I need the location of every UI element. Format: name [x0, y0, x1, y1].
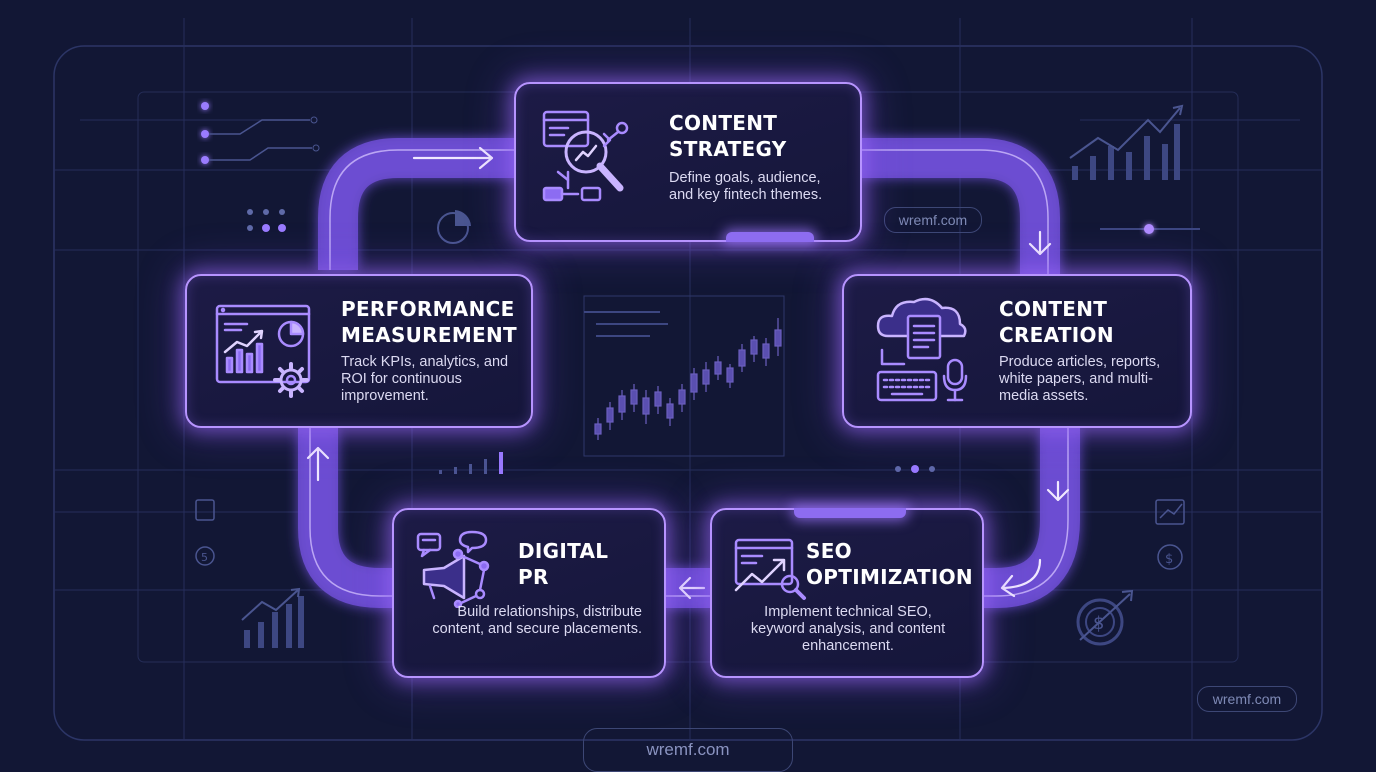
cloud-document-keyboard-mic-icon — [876, 297, 968, 402]
step-description: Track KPIs, analytics, and ROI for conti… — [341, 354, 509, 404]
step-title: SEO OPTIMIZATION — [806, 539, 973, 589]
megaphone-network-icon — [416, 530, 490, 608]
svg-text:$: $ — [1165, 552, 1173, 567]
step-description: Implement technical SEO, keyword analysi… — [750, 604, 946, 654]
card-accent-notch — [794, 508, 906, 518]
step-title: PERFORMANCE MEASUREMENT — [341, 297, 517, 347]
step-title: CONTENT CREATION — [999, 297, 1114, 347]
growth-chart-decoration — [244, 596, 304, 648]
circuit-decoration — [201, 102, 320, 232]
step-description: Build relationships, distribute content,… — [432, 604, 642, 637]
step-title: DIGITAL PR — [518, 539, 609, 589]
step-description: Define goals, audience, and key fintech … — [669, 170, 823, 203]
bar-chart-decoration — [1072, 124, 1180, 180]
step-card-content-creation: CONTENT CREATION Produce articles, repor… — [842, 274, 1192, 428]
step-description: Produce articles, reports, white papers,… — [999, 354, 1161, 404]
dollar-growth-decoration: $ — [1076, 589, 1134, 646]
step-title: CONTENT STRATEGY — [669, 111, 787, 161]
pie-chart-decoration — [437, 210, 471, 244]
seo-search-chart-icon — [734, 538, 806, 600]
step-card-digital-pr: DIGITAL PR Build relationships, distribu… — [392, 508, 666, 678]
watermark-right: wremf.com — [1197, 686, 1297, 712]
step-card-content-strategy: CONTENT STRATEGY Define goals, audience,… — [514, 82, 862, 242]
svg-text:5: 5 — [201, 551, 208, 564]
watermark-bottom: wremf.com — [583, 728, 793, 772]
step-card-seo-optimization: SEO OPTIMIZATION Implement technical SEO… — [710, 508, 984, 678]
card-accent-notch — [726, 232, 814, 242]
arrow-icons — [306, 146, 1070, 600]
analytics-dashboard-gear-icon — [215, 304, 311, 398]
step-card-performance-measurement: PERFORMANCE MEASUREMENT Track KPIs, anal… — [185, 274, 533, 428]
watermark-top: wremf.com — [884, 207, 982, 233]
candlestick-chart-decoration — [583, 295, 785, 457]
strategy-analysis-icon — [542, 110, 629, 202]
